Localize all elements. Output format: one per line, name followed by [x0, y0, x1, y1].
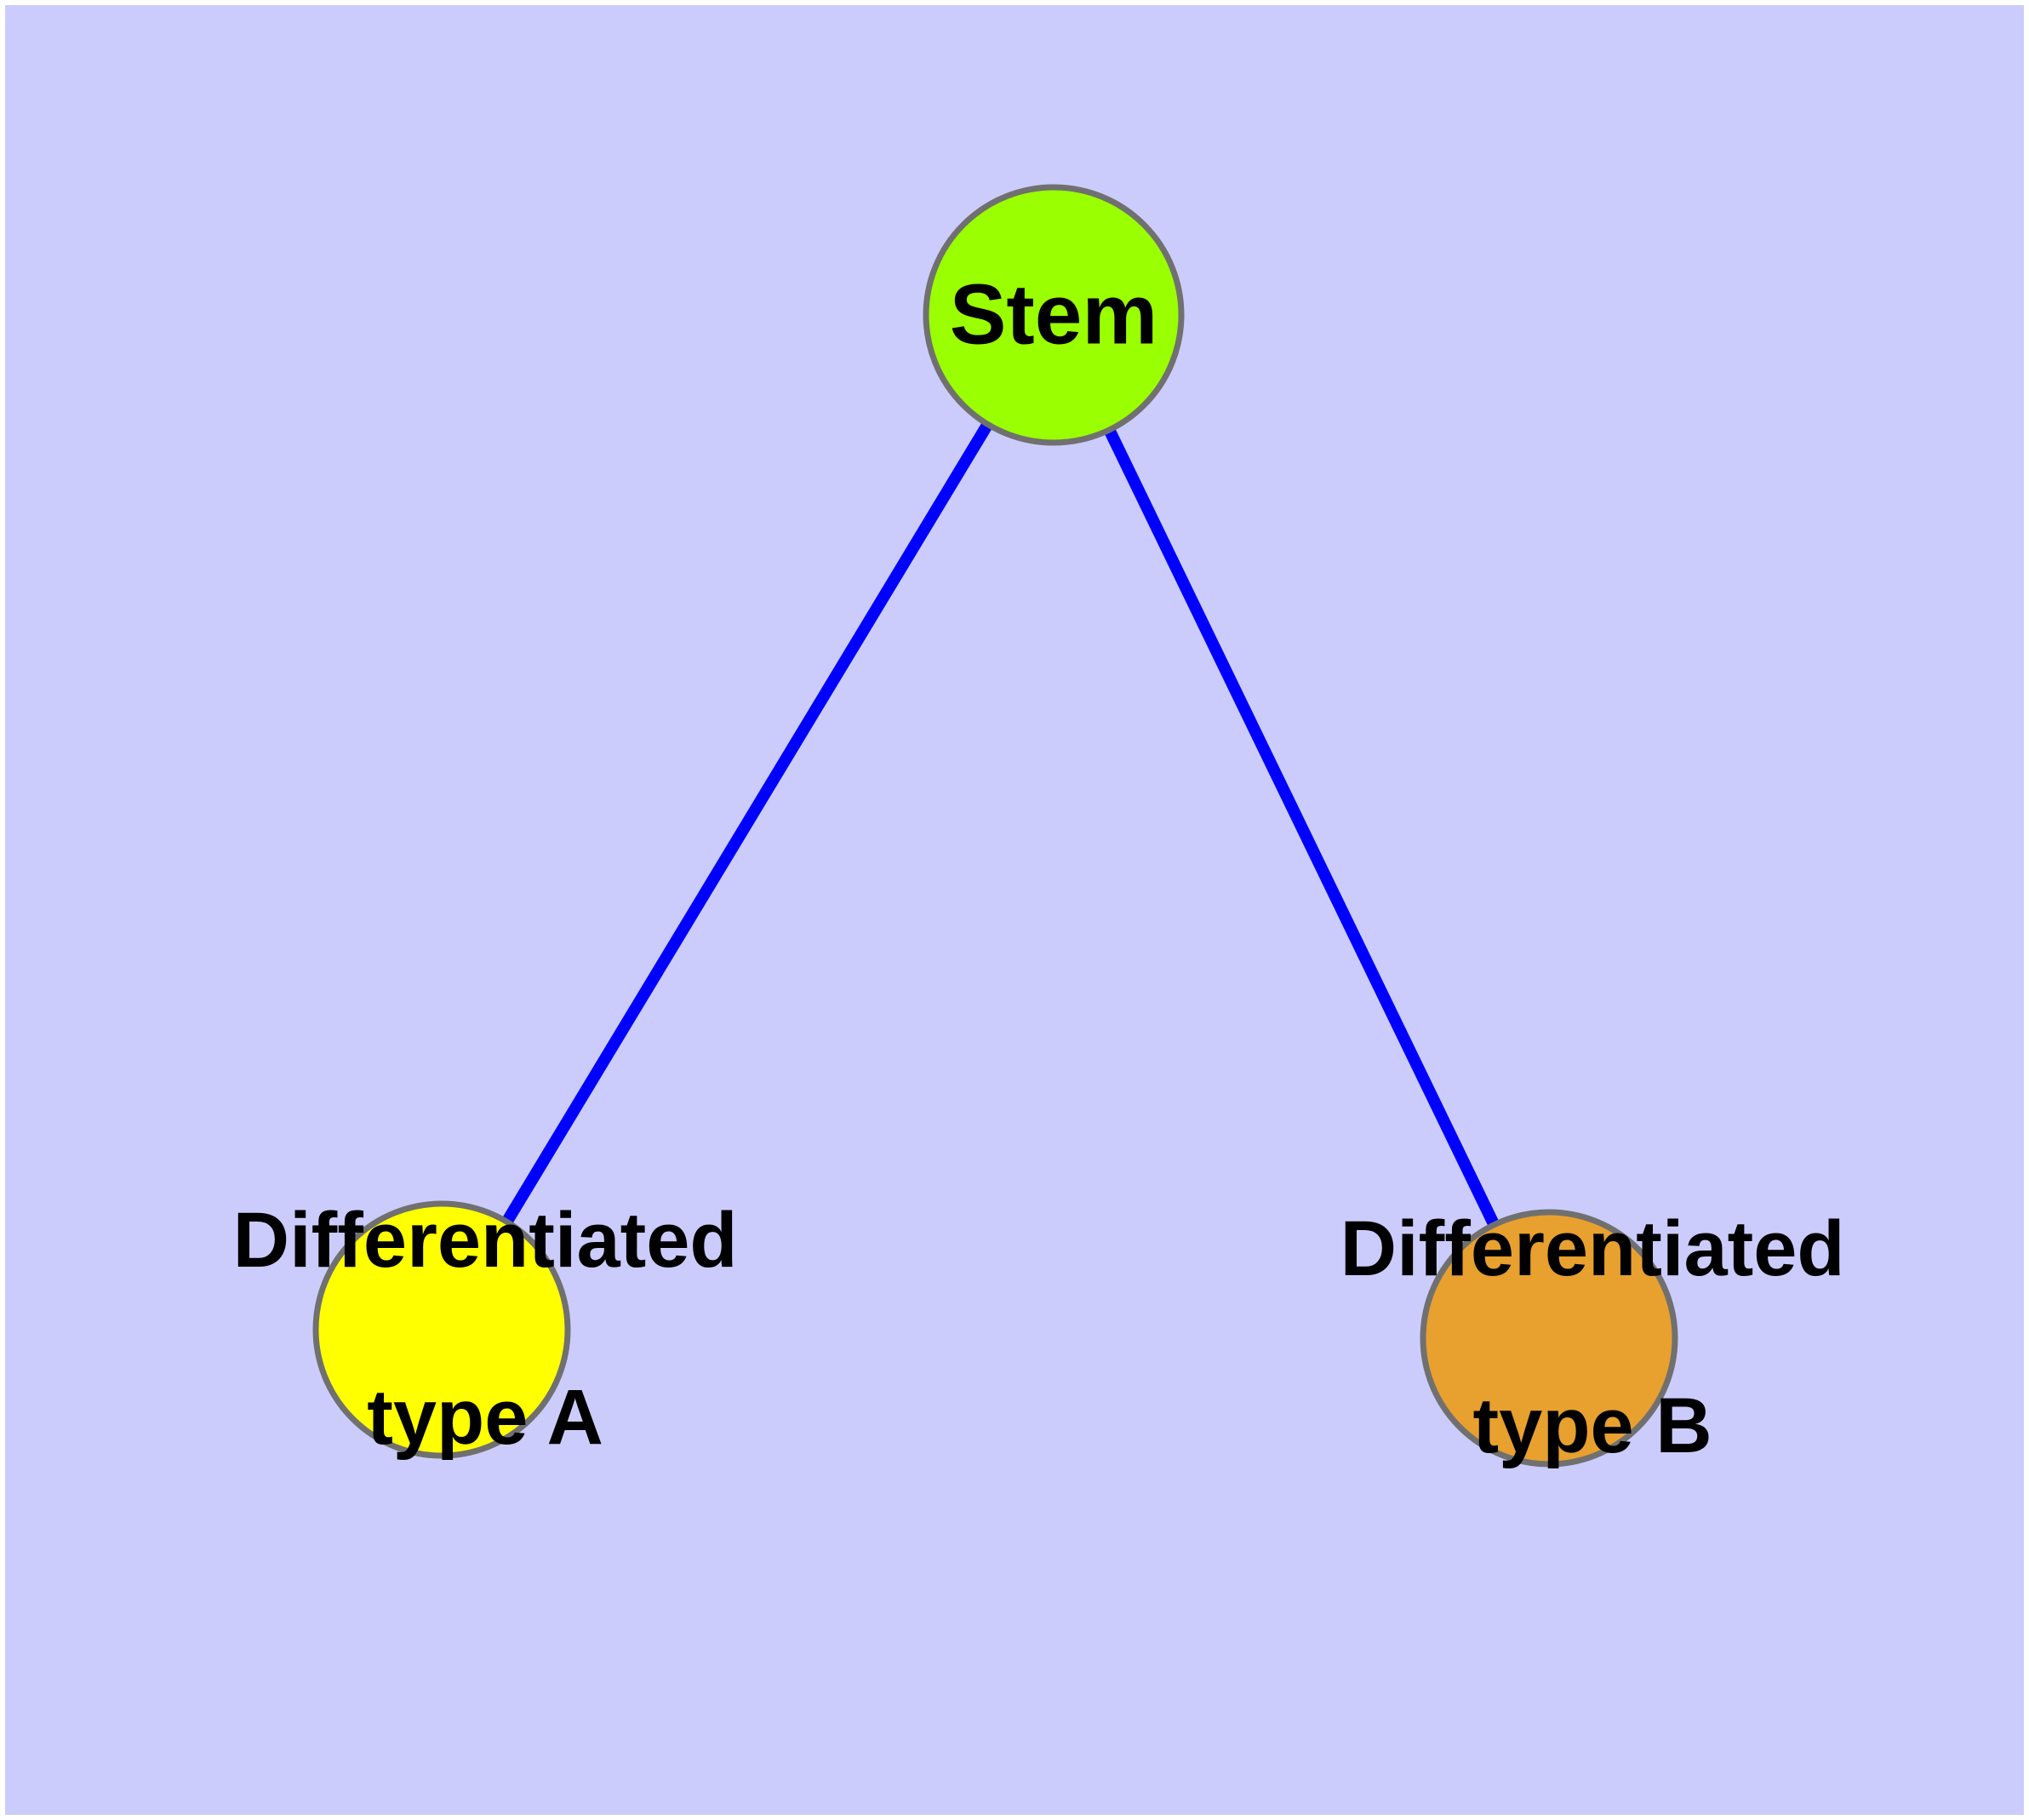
node-layer: [312, 184, 1678, 1468]
edge-layer: [502, 422, 1499, 1227]
node-differentiated-type-a[interactable]: [312, 1200, 571, 1459]
node-stem[interactable]: [923, 184, 1185, 446]
node-differentiated-type-b[interactable]: [1420, 1209, 1678, 1468]
edge-stem-to-differentiated-type-b: [1104, 428, 1499, 1227]
edge-stem-to-differentiated-type-a: [502, 422, 992, 1224]
